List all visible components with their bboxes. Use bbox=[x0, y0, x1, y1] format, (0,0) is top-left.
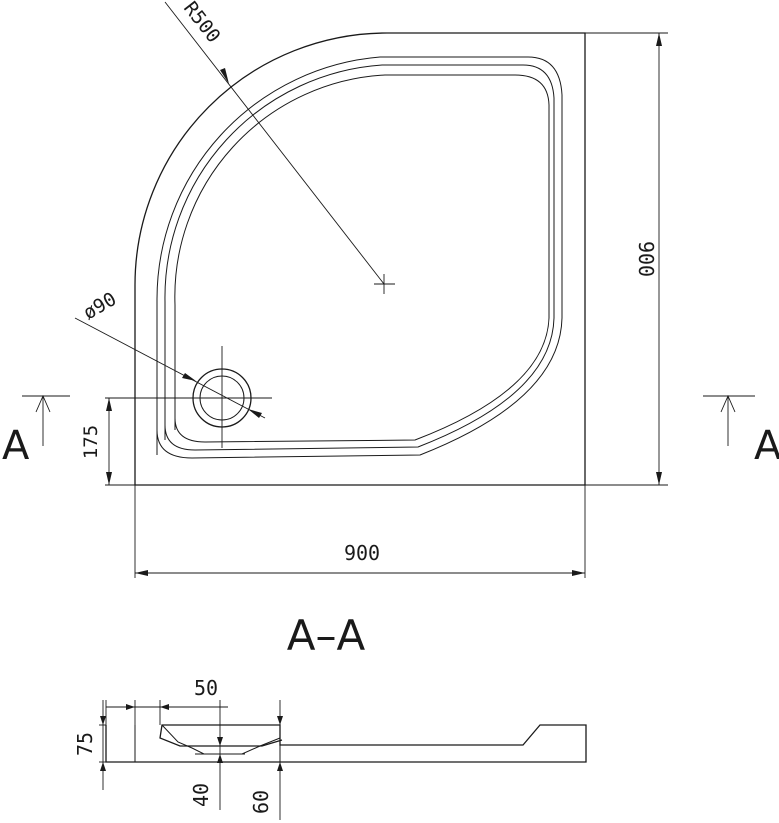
section-height-label: 75 bbox=[73, 732, 97, 756]
height-dimension bbox=[585, 32, 668, 486]
section-view: 50 75 40 60 bbox=[73, 676, 587, 820]
tray-outer-outline bbox=[134, 32, 586, 486]
radius-leader bbox=[164, 1, 395, 294]
drain-offset-dimension bbox=[105, 397, 210, 486]
width-label: 900 bbox=[344, 541, 380, 565]
drain-diameter-label: ø90 bbox=[80, 288, 121, 324]
height-label: 900 bbox=[634, 241, 658, 277]
drain-symbol bbox=[170, 346, 272, 448]
section-depth-label: 50 bbox=[194, 676, 218, 700]
drain-offset-label: 175 bbox=[80, 425, 102, 459]
section-title: A–A bbox=[287, 611, 366, 660]
section-drain-depth-label: 40 bbox=[189, 783, 213, 807]
section-marker-left-label: A bbox=[2, 423, 30, 469]
section-marker-right-label: A bbox=[754, 423, 779, 469]
section-drain-width-label: 60 bbox=[249, 790, 273, 814]
basin-rim-outer bbox=[156, 56, 563, 459]
basin-rim-inner bbox=[164, 64, 555, 451]
width-dimension bbox=[134, 485, 586, 578]
radius-label: R500 bbox=[179, 0, 225, 47]
basin-floor-outline bbox=[174, 74, 550, 443]
section-marker-right bbox=[703, 394, 755, 446]
tray-section-profile bbox=[105, 724, 587, 763]
drain-diameter-leader bbox=[74, 317, 266, 419]
plan-view: R500 ø90 900 900 bbox=[2, 0, 779, 578]
section-marker-left bbox=[22, 394, 70, 446]
